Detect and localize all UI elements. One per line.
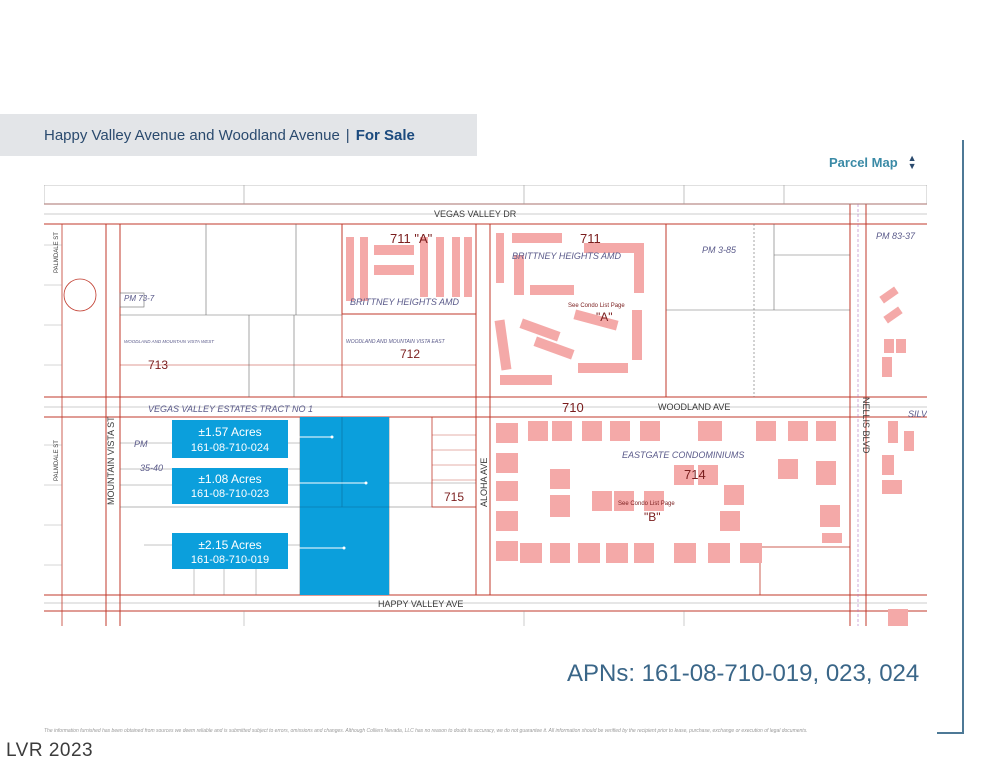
street-aloha: ALOHA AVE	[479, 458, 489, 507]
block-712: 712	[400, 347, 420, 361]
parcel-badge-023[interactable]: ±1.08 Acres 161-08-710-023	[172, 468, 288, 504]
frame-rule-foot	[937, 732, 964, 734]
frame-rule	[962, 140, 964, 734]
condo-letter-b: "B"	[644, 510, 661, 524]
parcel-apn: 161-08-710-024	[191, 442, 269, 454]
brittney-amd-left: BRITTNEY HEIGHTS AMD	[350, 297, 460, 307]
parcel-acres: ±1.08 Acres	[198, 472, 261, 486]
parcel-map-nav[interactable]: Parcel Map ▲▼	[829, 153, 917, 171]
pm-3-85-label: PM 3-85	[702, 245, 737, 255]
sort-arrows-icon[interactable]: ▲▼	[907, 153, 917, 171]
condo-list-a: See Condo List Page	[568, 303, 625, 309]
disclaimer: The information furnished has been obtai…	[44, 728, 808, 734]
parcel-apn: 161-08-710-019	[191, 554, 269, 566]
street-happy-valley: HAPPY VALLEY AVE	[378, 599, 463, 609]
watermark: LVR 2023	[6, 740, 94, 761]
pm-73-label: PM 73-7	[124, 294, 155, 303]
tract-label: VEGAS VALLEY ESTATES TRACT NO 1	[148, 404, 313, 414]
woodland-west-label: WOODLAND AND MOUNTAIN VISTA WEST	[124, 339, 215, 344]
street-vegas-valley: VEGAS VALLEY DR	[434, 209, 517, 219]
apn-summary: APNs: 161-08-710-019, 023, 024	[567, 660, 920, 687]
street-nellis: NELLIS BLVD	[861, 397, 871, 454]
street-palmdale-bottom: PALMDALE ST	[54, 440, 60, 481]
silv-label: SILV	[908, 409, 927, 419]
condo-list-b: See Condo List Page	[618, 501, 675, 507]
for-sale-label: For Sale	[355, 126, 415, 144]
parcel-badge-024[interactable]: ±1.57 Acres 161-08-710-024	[172, 420, 288, 458]
parcel-map[interactable]: VEGAS VALLEY DR WOODLAND AVE HAPPY VALLE…	[44, 185, 927, 626]
title-bar: Happy Valley Avenue and Woodland Avenue|…	[0, 114, 477, 156]
condo-letter-a: "A"	[596, 310, 613, 324]
subject-parcel-area[interactable]	[300, 417, 389, 595]
eastgate-label: EASTGATE CONDOMINIUMS	[622, 450, 744, 460]
block-710: 710	[562, 400, 584, 415]
listing-title: Happy Valley Avenue and Woodland Avenue|…	[44, 126, 415, 144]
parcel-map-label: Parcel Map	[829, 154, 898, 170]
street-mountain-vista: MOUNTAIN VISTA ST	[106, 416, 116, 505]
pm-35-40-label: 35-40	[140, 463, 163, 473]
pm-83-37-label: PM 83-37	[876, 231, 916, 241]
block-711: 711	[580, 231, 601, 246]
woodland-east-label: WOODLAND AND MOUNTAIN VISTA EAST	[346, 339, 446, 345]
brittney-amd-right: BRITTNEY HEIGHTS AMD	[512, 251, 622, 261]
block-713: 713	[148, 358, 168, 372]
block-715: 715	[444, 490, 464, 504]
parcel-acres: ±2.15 Acres	[198, 538, 261, 552]
street-palmdale-top: PALMDALE ST	[54, 232, 60, 273]
parcel-apn: 161-08-710-023	[191, 488, 269, 500]
parcel-badge-019[interactable]: ±2.15 Acres 161-08-710-019	[172, 533, 288, 569]
block-714: 714	[684, 467, 706, 482]
block-711a: 711 "A"	[390, 231, 433, 246]
parcel-acres: ±1.57 Acres	[198, 425, 261, 439]
pm-left-label: PM	[134, 439, 148, 449]
street-woodland: WOODLAND AVE	[658, 402, 730, 412]
